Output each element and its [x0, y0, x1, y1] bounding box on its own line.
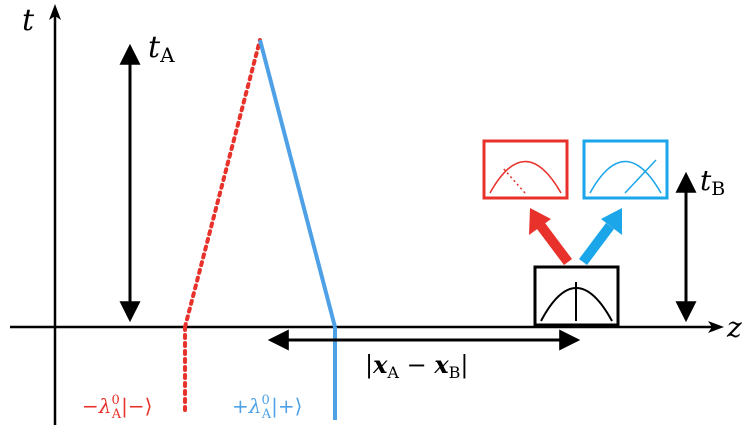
red-path-upper — [183, 38, 262, 329]
time-axis-label: t — [22, 3, 35, 38]
space-axis-arrowhead — [708, 321, 724, 333]
space-axis-label: z — [726, 311, 742, 344]
blue-meter-needle — [624, 159, 657, 194]
tB-label: tB — [700, 164, 725, 200]
red-outcome-box — [482, 139, 569, 200]
blue-meter-arc — [589, 161, 662, 194]
tA-label: tA — [148, 30, 175, 67]
time-axis-arrowhead — [49, 4, 61, 20]
blue-path-upper — [258, 39, 337, 328]
red-meter-needle — [501, 166, 526, 194]
blue-outcome-arrow — [579, 208, 622, 265]
distance-label: |xA − xB| — [365, 350, 469, 382]
red-outcome-arrow — [529, 208, 572, 265]
blue-outcome-box — [582, 139, 669, 200]
detector-box — [533, 265, 620, 327]
red-meter-arc — [489, 161, 562, 194]
